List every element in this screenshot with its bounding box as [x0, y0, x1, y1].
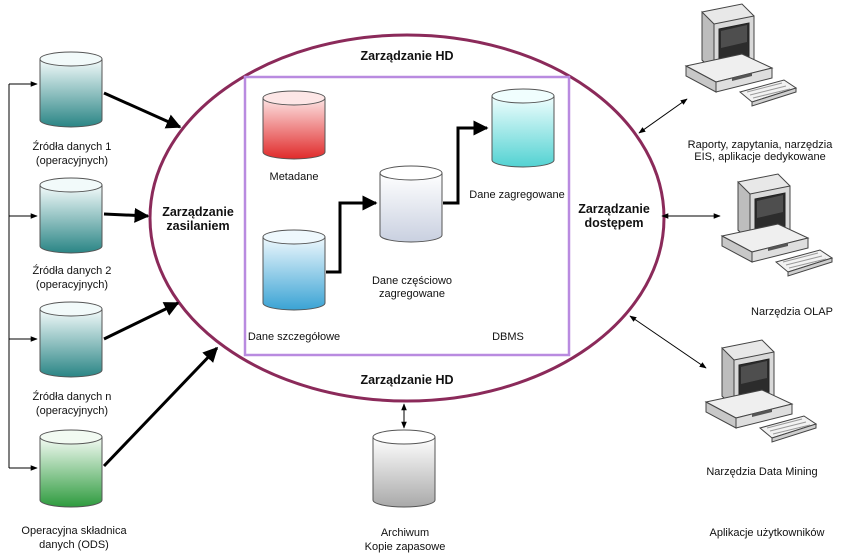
ods-feed-arrow	[102, 346, 219, 468]
source-cylinder-2	[39, 177, 103, 254]
ods-label-1: Operacyjna składnica	[21, 525, 127, 537]
computer-icon	[721, 173, 833, 277]
source-cylinder-1	[39, 51, 103, 128]
clients-footer: Aplikacje użytkowników	[710, 527, 825, 539]
bottom-management-label: Zarządzanie HD	[360, 373, 453, 387]
partial-to-aggregated-arrow	[443, 120, 489, 205]
partial-aggregate-cylinder	[379, 165, 443, 243]
source-n-feed-arrow	[103, 301, 180, 341]
computer-icon	[685, 3, 797, 107]
archive-cylinder	[372, 429, 436, 508]
client-3-label: Narzędzia Data Mining	[706, 466, 817, 478]
access-arrow-mining	[629, 315, 707, 369]
access-management-label-2: dostępem	[584, 216, 643, 230]
feed-management-label-1: Zarządzanie	[162, 205, 234, 219]
source-1-feed-arrow	[103, 91, 182, 129]
source-2-label-1: Źródła danych 2	[33, 264, 112, 277]
detail-to-partial-arrow	[326, 195, 378, 274]
aggregated-label: Dane zagregowane	[469, 189, 564, 201]
source-1-label-2: (operacyjnych)	[36, 155, 108, 167]
top-management-label: Zarządzanie HD	[360, 49, 453, 63]
archive-label-1: Archiwum	[381, 527, 429, 539]
source-n-label-1: Źródła danych n	[33, 390, 112, 403]
source-n-label-2: (operacyjnych)	[36, 405, 108, 417]
access-management-label-1: Zarządzanie	[578, 202, 650, 216]
dbms-label: DBMS	[492, 331, 524, 343]
metadata-cylinder	[262, 90, 326, 160]
computer-icon	[705, 339, 817, 443]
ods-cylinder	[39, 429, 103, 508]
feed-management-label-2: zasilaniem	[166, 219, 229, 233]
client-1-label-1: Raporty, zapytania, narzędzia	[688, 139, 834, 151]
source-cylinder-n	[39, 301, 103, 378]
ods-label-2: danych (ODS)	[39, 539, 109, 551]
source-1-label-1: Źródła danych 1	[33, 140, 112, 153]
archive-label-2: Kopie zapasowe	[365, 541, 446, 553]
aggregated-cylinder	[491, 88, 555, 168]
source-2-feed-arrow	[103, 207, 150, 223]
source-2-label-2: (operacyjnych)	[36, 279, 108, 291]
client-2-label: Narzędzia OLAP	[751, 306, 833, 318]
dbms-box	[243, 75, 571, 357]
partial-aggregate-label-1: Dane częściowo	[372, 275, 452, 287]
detail-data-label: Dane szczegółowe	[248, 331, 340, 343]
detail-data-cylinder	[262, 229, 326, 311]
client-1-label-2: EIS, aplikacje dedykowane	[694, 151, 825, 163]
partial-aggregate-label-2: zagregowane	[379, 288, 445, 300]
metadata-label: Metadane	[270, 171, 319, 183]
access-arrow-reports	[638, 98, 688, 134]
